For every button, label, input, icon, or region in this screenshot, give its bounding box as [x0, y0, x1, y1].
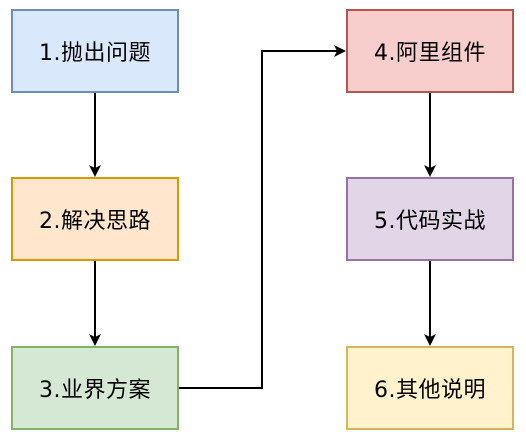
node-1-raise-question: 1.抛出问题: [11, 9, 179, 93]
node-3-label: 3.业界方案: [39, 378, 151, 403]
edge-3-to-4: [179, 45, 346, 389]
node-5-code-practice: 5.代码实战: [346, 177, 514, 261]
node-2-solution-approach: 2.解决思路: [11, 177, 179, 261]
node-6-other-notes: 6.其他说明: [346, 346, 514, 430]
node-6-label: 6.其他说明: [374, 378, 486, 403]
node-2-label: 2.解决思路: [39, 209, 151, 234]
node-4-alibaba-component: 4.阿里组件: [346, 9, 514, 93]
node-3-industry-solutions: 3.业界方案: [11, 346, 179, 430]
node-4-label: 4.阿里组件: [374, 41, 486, 66]
node-1-label: 1.抛出问题: [39, 41, 151, 66]
node-5-label: 5.代码实战: [374, 209, 486, 234]
